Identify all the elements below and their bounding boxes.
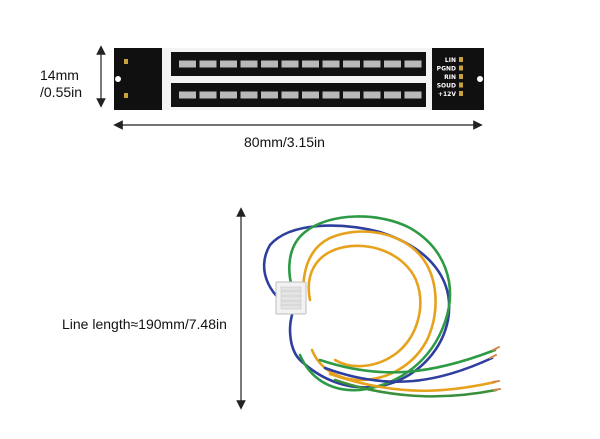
pin-pad — [459, 82, 463, 88]
wire-tail-green-2 — [333, 378, 498, 398]
wire-tip — [493, 388, 501, 391]
pin-label: +12V — [438, 91, 456, 98]
led-segment — [199, 91, 217, 99]
wire-tip — [492, 346, 500, 351]
led-segment — [363, 60, 381, 68]
led-segment — [363, 91, 381, 99]
led-segment — [179, 60, 196, 68]
solder-pad — [124, 93, 128, 98]
led-segment — [343, 91, 360, 99]
led-segment — [384, 60, 401, 68]
pin-label: PGND — [437, 66, 456, 73]
pin-label: RIN — [444, 74, 456, 81]
led-segment — [199, 60, 217, 68]
mount-hole-right — [477, 76, 483, 82]
wire-tail-blue — [323, 356, 494, 383]
led-segment — [240, 60, 258, 68]
pin-label: SOUD — [437, 83, 456, 90]
wire-tail-green — [318, 348, 497, 374]
wire-yellow-2 — [307, 244, 422, 368]
led-segment — [404, 91, 422, 99]
led-segment — [404, 60, 422, 68]
led-segment — [261, 60, 278, 68]
height-label-mm: 14mm — [40, 67, 79, 83]
led-segment — [240, 91, 258, 99]
pin-label: LIN — [445, 57, 456, 64]
line-length-label: Line length≈190mm/7.48in — [62, 316, 227, 332]
led-segment — [281, 60, 299, 68]
led-segment — [220, 91, 237, 99]
wire-tail-yellow — [328, 372, 497, 393]
wire-yellow — [301, 230, 437, 382]
height-label-in: /0.55in — [40, 84, 83, 100]
wire-green — [288, 215, 452, 392]
led-segment — [281, 91, 299, 99]
led-segment — [343, 60, 360, 68]
segment-row-top — [179, 60, 422, 68]
wire-tip — [489, 354, 497, 359]
led-segment — [322, 91, 340, 99]
led-segment — [302, 60, 319, 68]
width-label: 80mm/3.15in — [244, 134, 325, 150]
led-segment — [220, 60, 237, 68]
led-segment — [179, 91, 196, 99]
mount-hole-left — [115, 76, 121, 82]
pin-pad — [459, 91, 463, 96]
cable-connector — [275, 281, 307, 315]
led-segment — [384, 91, 401, 99]
solder-pad — [124, 59, 128, 64]
segment-row-bottom — [179, 91, 422, 99]
pin-pad — [459, 65, 463, 71]
pin-pad — [459, 74, 463, 79]
led-segment — [261, 91, 278, 99]
cable-assembly — [262, 215, 501, 398]
led-segment — [302, 91, 319, 99]
led-segment — [322, 60, 340, 68]
wire-tip — [492, 380, 500, 383]
pin-pad — [459, 57, 463, 62]
